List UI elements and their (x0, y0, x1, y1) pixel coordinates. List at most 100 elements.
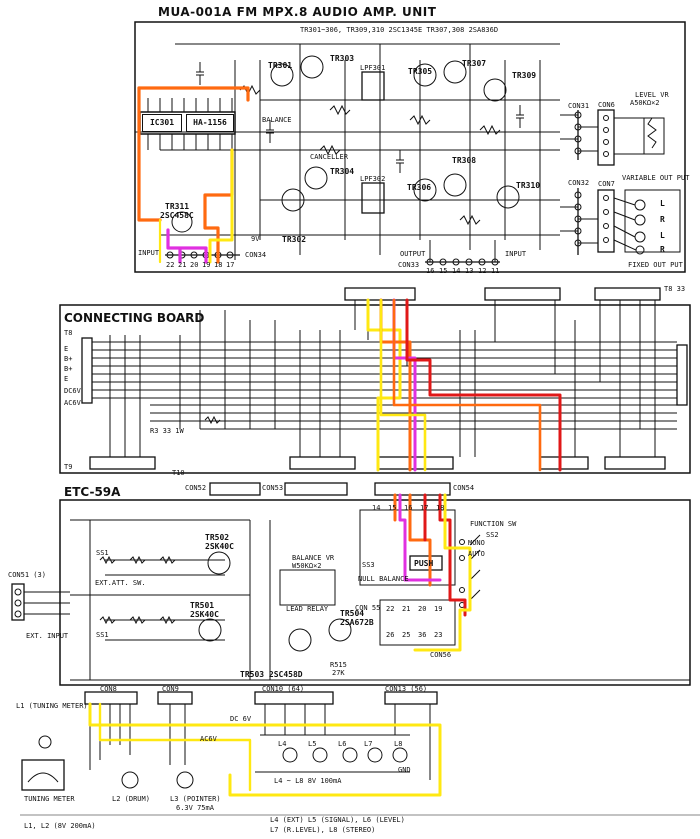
tr310-label: TR310 (516, 181, 541, 190)
dc6v-label: DC 6V (230, 715, 252, 723)
tr306-label: TR306 (407, 183, 432, 192)
l1-l2-spec: L1, L2 (8V 200mA) (24, 822, 96, 830)
lamp-l6: L6 (338, 740, 347, 748)
lamp-l5: L5 (308, 740, 317, 748)
variable-out-label: VARIABLE OUT PUT (622, 174, 690, 182)
tr504-part: 2SA672B (340, 618, 374, 627)
tr302-label: TR302 (282, 235, 307, 244)
con56-pin-26: 26 (386, 631, 395, 639)
mono-label: MONO (468, 539, 485, 547)
function-sw-label: FUNCTION SW (470, 520, 517, 528)
con34-pin-20: 20 (190, 261, 199, 269)
balance-vr-value: W50KΩ×2 (292, 562, 322, 570)
connecting-board-title: CONNECTING BOARD (64, 311, 205, 325)
con6-label: CON6 (598, 101, 615, 109)
lead-relay-label: LEAD RELAY (286, 605, 329, 613)
balance-label: BALANCE (262, 116, 292, 124)
null-balance-label: NULL BALANCE (358, 575, 409, 583)
con54-label: CON54 (453, 484, 475, 492)
left-label-t8: T8 (64, 329, 73, 337)
left-label-t9: T9 (64, 463, 73, 471)
con53-label: CON53 (262, 484, 284, 492)
con54-pin-15: 15 (388, 504, 397, 512)
con8-label: CON8 (100, 685, 117, 693)
input-label: INPUT (138, 249, 160, 257)
output-label: OUTPUT (400, 250, 426, 258)
con56-pin-23: 23 (434, 631, 443, 639)
etc59a-frame (59, 499, 691, 686)
tr504-label: TR504 (340, 609, 365, 618)
tr501-part: 2SK40C (190, 610, 219, 619)
con7-label: CON7 (598, 180, 615, 188)
lamp-l7: L7 (364, 740, 373, 748)
con52-label: CON52 (185, 484, 207, 492)
con34-label: CON34 (245, 251, 267, 259)
tr503-label: TR503 2SC458D (240, 670, 303, 679)
con9-label: CON9 (162, 685, 179, 693)
transistor-note: TR301~306, TR309,310 2SC1345E TR307,308 … (300, 26, 499, 34)
tr311-label: TR311 (165, 202, 190, 211)
con33-pin-11: 11 (491, 267, 500, 275)
tr501-label: TR501 (190, 601, 215, 610)
tuning-meter-label: TUNING METER (24, 795, 75, 803)
con51-label: CON51 (3) (8, 571, 46, 579)
tr303-label: TR303 (330, 54, 355, 63)
ha1156-label: HA-1156 (186, 114, 234, 132)
lamp-note-2: L7 (R.LEVEL), L8 (STEREO) (270, 826, 376, 834)
ext-att-label: EXT.ATT. SW. (95, 579, 146, 587)
auto-label: AUTO (468, 550, 485, 558)
jack-label-l1: L (660, 199, 665, 208)
con34-pin-17: 17 (226, 261, 235, 269)
lamp-spec: L4 ~ L8 8V 100mA (274, 777, 342, 785)
con55-pin-20: 20 (418, 605, 427, 613)
con54-pin-18: 18 (436, 504, 445, 512)
push-label: PUSH (414, 559, 434, 568)
tr502-part: 2SK40C (205, 542, 234, 551)
level-vr-value: A50KΩ×2 (630, 99, 660, 107)
l3-pointer-label: L3 (POINTER) (170, 795, 221, 803)
con34-pin-21: 21 (178, 261, 187, 269)
canceller-label: CANCELLER (310, 153, 348, 161)
left-label-b1: B+ (64, 355, 73, 363)
con33-pin-16: 16 (426, 267, 435, 275)
gnd-label: GND (398, 766, 411, 774)
lpf302-label: LPF302 (360, 175, 386, 183)
etc59a-title: ETC-59A (64, 485, 121, 499)
ic301-label: IC301 (142, 114, 182, 132)
ext-input-label: EXT. INPUT (26, 632, 69, 640)
r3-note: R3 33 1W (150, 427, 184, 435)
t8-33-label: T8 33 (664, 285, 686, 293)
lpf301-label: LPF301 (360, 64, 386, 72)
tr308-label: TR308 (452, 156, 477, 165)
con34-pin-19: 19 (202, 261, 211, 269)
con55-pin-19: 19 (434, 605, 443, 613)
left-label-dc6v: DC6V (64, 387, 81, 395)
tr311-part: 2SC458C (160, 211, 194, 220)
ss2-label: SS2 (486, 531, 499, 539)
con34-pin-22: 22 (166, 261, 175, 269)
amp-unit-frame (134, 21, 686, 273)
jack-label-r2: R (660, 245, 665, 254)
tr309-label: TR309 (512, 71, 537, 80)
jack-label-r1: R (660, 215, 665, 224)
con54-pin-17: 17 (420, 504, 429, 512)
jack-label-l2: L (660, 231, 665, 240)
con34-pin-18: 18 (214, 261, 223, 269)
level-vr-label: LEVEL VR (635, 91, 669, 99)
con56-pin-36: 36 (418, 631, 427, 639)
con56-label: CON56 (430, 651, 452, 659)
con33-pin-14: 14 (452, 267, 461, 275)
l1-label: L1 (TUNING METER) (16, 702, 88, 710)
tr305-label: TR305 (408, 67, 433, 76)
con56-pin-25: 25 (402, 631, 411, 639)
con33-pin-15: 15 (439, 267, 448, 275)
con10-label: CON10 (64) (262, 685, 305, 693)
l2-drum-label: L2 (DRUM) (112, 795, 150, 803)
tr307-label: TR307 (462, 59, 487, 68)
fixed-out-label: FIXED OUT PUT (628, 261, 683, 269)
con32-label: CON32 (568, 179, 590, 187)
diagram-title: MUA-001A FM MPX.8 AUDIO AMP. UNIT (158, 5, 437, 19)
left-label-e1: E (64, 345, 69, 353)
connecting-board-frame (59, 304, 691, 474)
